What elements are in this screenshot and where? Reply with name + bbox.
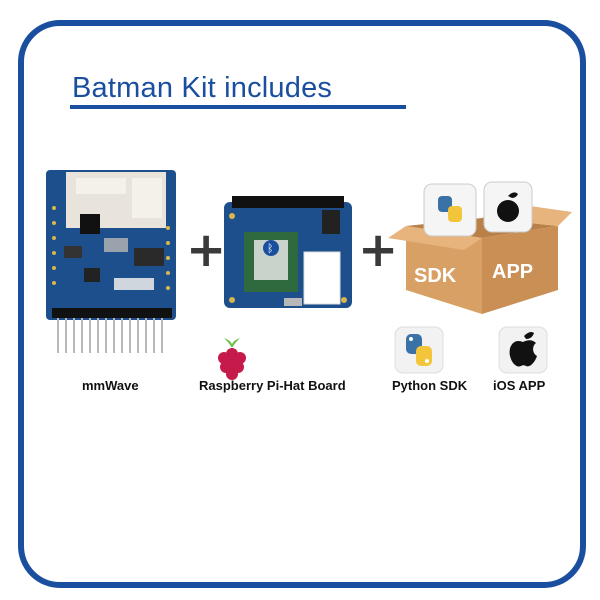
svg-text:ᛒ: ᛒ	[267, 242, 274, 255]
mmwave-board-image	[46, 170, 176, 353]
sdk-app-box-image: SDK APP	[388, 181, 572, 314]
pi-hat-board-image: ᛒ	[224, 196, 352, 308]
box-label-sdk: SDK	[414, 265, 457, 287]
caption-python-sdk: Python SDK	[392, 378, 468, 393]
caption-ios-app: iOS APP	[493, 378, 546, 393]
plus-sign-2: +	[358, 222, 399, 278]
title-underline	[70, 105, 406, 109]
page-title: Batman Kit includes	[72, 72, 333, 104]
plus-sign-1: +	[186, 222, 227, 278]
apple-icon	[498, 326, 548, 374]
box-label-app: APP	[492, 261, 533, 283]
caption-mmwave: mmWave	[82, 378, 139, 393]
caption-raspberry-pi-hat: Raspberry Pi-Hat Board	[199, 378, 346, 393]
outer-frame	[18, 20, 586, 588]
python-icon	[394, 326, 444, 374]
raspberry-pi-logo	[218, 338, 246, 380]
